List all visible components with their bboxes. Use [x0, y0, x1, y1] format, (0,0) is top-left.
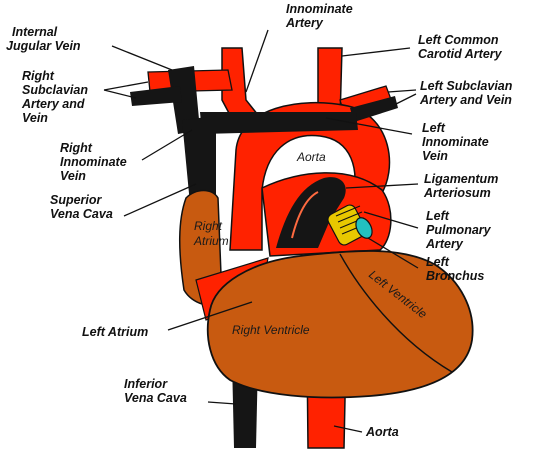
left-pulmonary-artery-label: Left Pulmonary Artery	[425, 209, 494, 251]
leader-innominate-artery	[246, 30, 268, 92]
aorta-bottom-label: Aorta	[365, 425, 399, 439]
internal-jugular-vein-label: Internal Jugular Vein	[6, 25, 81, 53]
left-common-carotid-label: Left Common Carotid Artery	[418, 33, 503, 61]
right-innominate-vein-label: Right Innominate Vein	[60, 141, 130, 183]
left-innominate-vein-label: Left Innominate Vein	[422, 121, 492, 163]
ligamentum-arteriosum-label: Ligamentum Arteriosum	[423, 172, 502, 200]
right-ventricle-label: Right Ventricle	[232, 323, 310, 337]
right-atrium-label: Right	[194, 219, 223, 233]
innominate-artery-label: Innominate Artery	[285, 2, 356, 30]
leader-internal-jugular	[112, 46, 172, 70]
right-atrium-label-2: Atrium	[193, 234, 229, 248]
aorta-inner-label: Aorta	[296, 150, 326, 164]
leader-right-subclavian-a	[104, 82, 148, 90]
leader-inferior-vena-cava	[208, 402, 236, 404]
leader-left-subclavian-a	[388, 90, 416, 92]
left-subclavian-label: Left Subclavian Artery and Vein	[419, 79, 516, 107]
left-atrium-label: Left Atrium	[82, 325, 148, 339]
inferior-vena-cava-label: Inferior Vena Cava	[124, 377, 187, 405]
superior-vena-cava-label: Superior Vena Cava	[50, 193, 113, 221]
left-bronchus-label: Left Bronchus	[426, 255, 484, 283]
leader-left-subclavian-b	[396, 94, 416, 104]
leader-left-common-carotid	[342, 48, 410, 56]
right-subclavian-label: Right Subclavian Artery and Vein	[21, 69, 91, 125]
